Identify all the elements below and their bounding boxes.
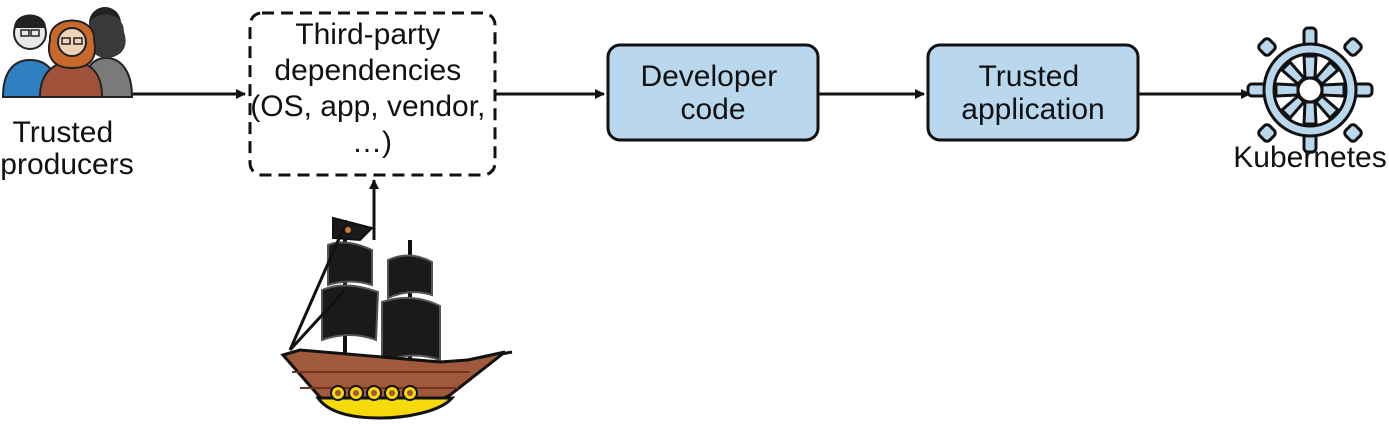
producers-label: Trusted producers [0, 116, 133, 181]
trusted-application-label-line: Trusted [979, 60, 1080, 93]
developer-code-label-line: code [680, 93, 745, 126]
developer-code-label-line: Developer [640, 60, 777, 93]
producers-label-line: Trusted [13, 116, 114, 149]
trusted-application-label: Trusted application [961, 60, 1104, 126]
dependencies-label-line: (OS, app, vendor, [250, 90, 485, 123]
pirate-ship-icon [280, 216, 513, 420]
dependencies-label-line: Third-party [295, 18, 440, 51]
kubernetes-label: Kubernetes [1233, 141, 1386, 174]
dependencies-label-line: dependencies [274, 54, 461, 87]
kubernetes-label-line: Kubernetes [1233, 141, 1386, 174]
dependencies-label-line: …) [352, 126, 392, 159]
developer-code-label: Developer code [640, 60, 785, 126]
trusted-application-label-line: application [961, 93, 1104, 126]
kubernetes-helm-icon [1246, 26, 1374, 154]
dependencies-label: Third-party dependencies (OS, app, vendo… [250, 18, 493, 159]
producers-label-line: producers [0, 148, 133, 181]
people-group-icon [1, 7, 134, 98]
